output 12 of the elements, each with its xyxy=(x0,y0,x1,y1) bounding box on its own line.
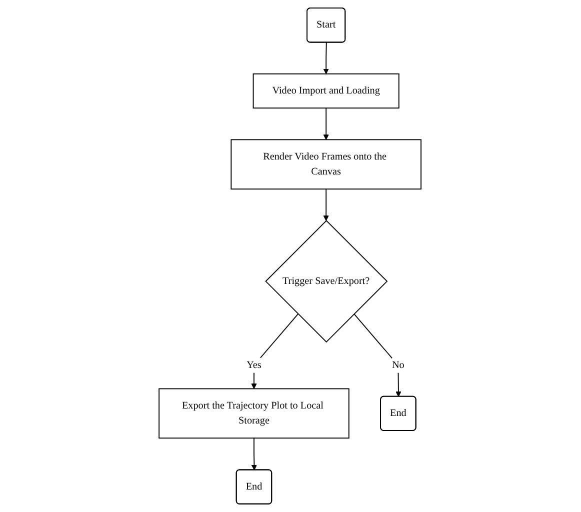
arrow xyxy=(252,438,258,470)
arrow xyxy=(354,313,402,397)
node-box: Video Import and Loading xyxy=(253,73,400,109)
edge-label: Yes xyxy=(247,360,262,370)
arrow xyxy=(324,42,330,74)
arrow xyxy=(324,108,330,140)
arrow xyxy=(252,313,300,389)
edge-label: No xyxy=(392,360,405,370)
arrow xyxy=(324,188,330,221)
node-box: Render Video Frames onto the Canvas xyxy=(231,139,422,190)
node-box: Export the Trajectory Plot to Local Storage xyxy=(159,388,350,439)
node-diamond: Trigger Save/Export? xyxy=(266,220,388,343)
